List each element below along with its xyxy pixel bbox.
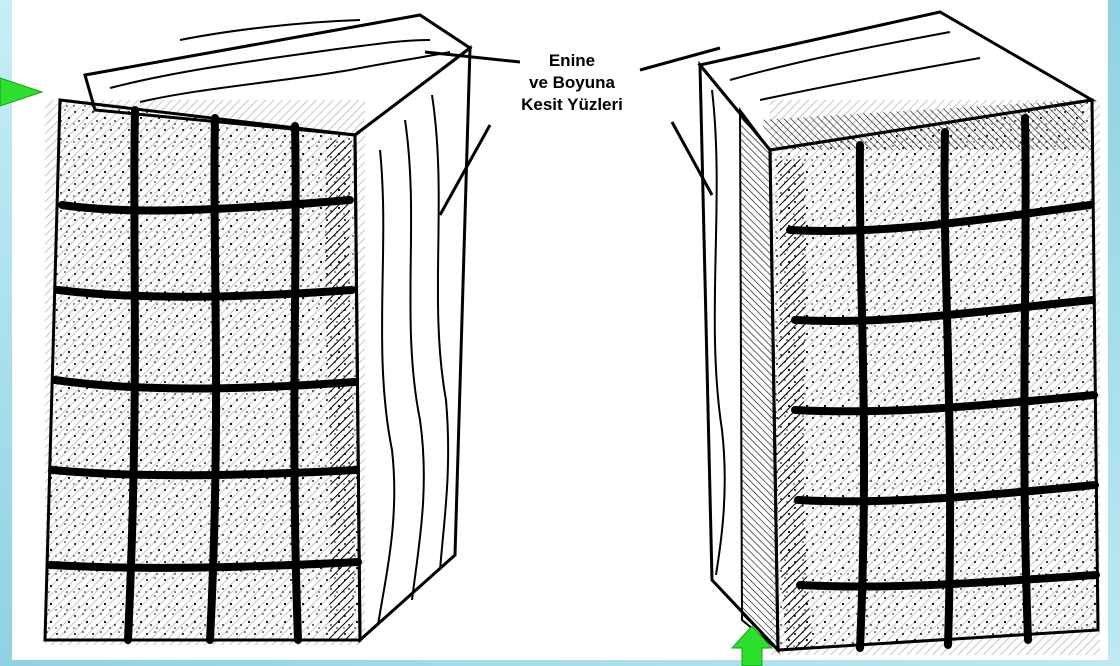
left-block-side-face: [355, 48, 470, 640]
callout-line-1: Enine: [472, 50, 672, 72]
right-wood-block: [700, 12, 1100, 655]
section-faces-callout: Enine ve Boyuna Kesit Yüzleri: [472, 50, 672, 116]
left-marker-arrow-icon: [0, 78, 42, 106]
callout-line-2: ve Boyuna: [472, 72, 672, 94]
callout-line-3: Kesit Yüzleri: [472, 94, 672, 116]
left-wood-block: [45, 15, 470, 645]
